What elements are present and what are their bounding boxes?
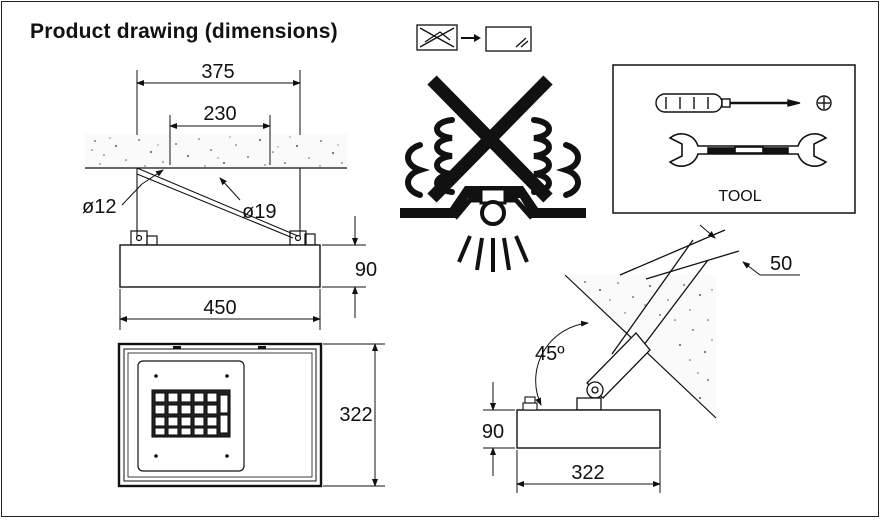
arm-bracket	[576, 229, 740, 411]
concrete-texture	[91, 136, 343, 167]
angle-arc	[535, 320, 589, 406]
dim-90-front	[322, 216, 366, 318]
led-array	[151, 389, 231, 438]
dia12-label: ø12	[82, 196, 116, 218]
glass-broken-icon	[416, 24, 458, 51]
dim-450-label: 450	[203, 297, 236, 319]
dim-375	[136, 70, 301, 135]
side-view: 50 45º 90 322	[482, 224, 800, 493]
glass-intact-icon	[485, 26, 532, 52]
dim-50	[699, 224, 800, 276]
dim-375-label: 375	[201, 61, 234, 83]
dim-322-top	[323, 343, 385, 487]
dim-230-label: 230	[203, 103, 236, 125]
dim-90-side-label: 90	[482, 421, 504, 443]
top-view: 322	[117, 342, 385, 488]
dim-90-side	[483, 382, 515, 476]
angle-label: 45º	[535, 343, 565, 365]
dim-322-top-label: 322	[339, 404, 372, 426]
leader-dia12	[121, 169, 164, 206]
leader-dia19	[219, 177, 241, 201]
arrow-right-icon	[461, 34, 481, 42]
tool-box: TOOL	[612, 64, 856, 214]
dim-90-front-label: 90	[355, 259, 377, 281]
dim-322-side	[516, 450, 661, 493]
cross-mark	[427, 75, 553, 203]
light-rays	[457, 235, 529, 272]
housing-side	[516, 409, 661, 449]
wrench-icon	[668, 133, 828, 167]
page-title: Product drawing (dimensions)	[30, 20, 338, 43]
wall-texture	[584, 281, 713, 399]
phillips-tip-icon	[816, 95, 832, 111]
dim-50-label: 50	[770, 253, 792, 275]
screwdriver-icon	[655, 93, 801, 113]
ceiling-concrete	[85, 134, 347, 169]
dim-230	[169, 115, 271, 165]
mount-cable	[136, 167, 301, 239]
front-view: 375 230 ø12 ø19 90 450	[82, 61, 377, 330]
cable-gland-icon	[522, 396, 538, 411]
housing-front	[119, 244, 321, 288]
dim-322-side-label: 322	[571, 462, 604, 484]
suspension-brackets	[130, 230, 316, 246]
dia19-label: ø19	[242, 201, 276, 223]
no-heat-warning-icon	[400, 75, 586, 272]
tool-label: TOOL	[718, 188, 761, 205]
dim-450	[119, 289, 321, 330]
heat-coils	[405, 117, 581, 198]
